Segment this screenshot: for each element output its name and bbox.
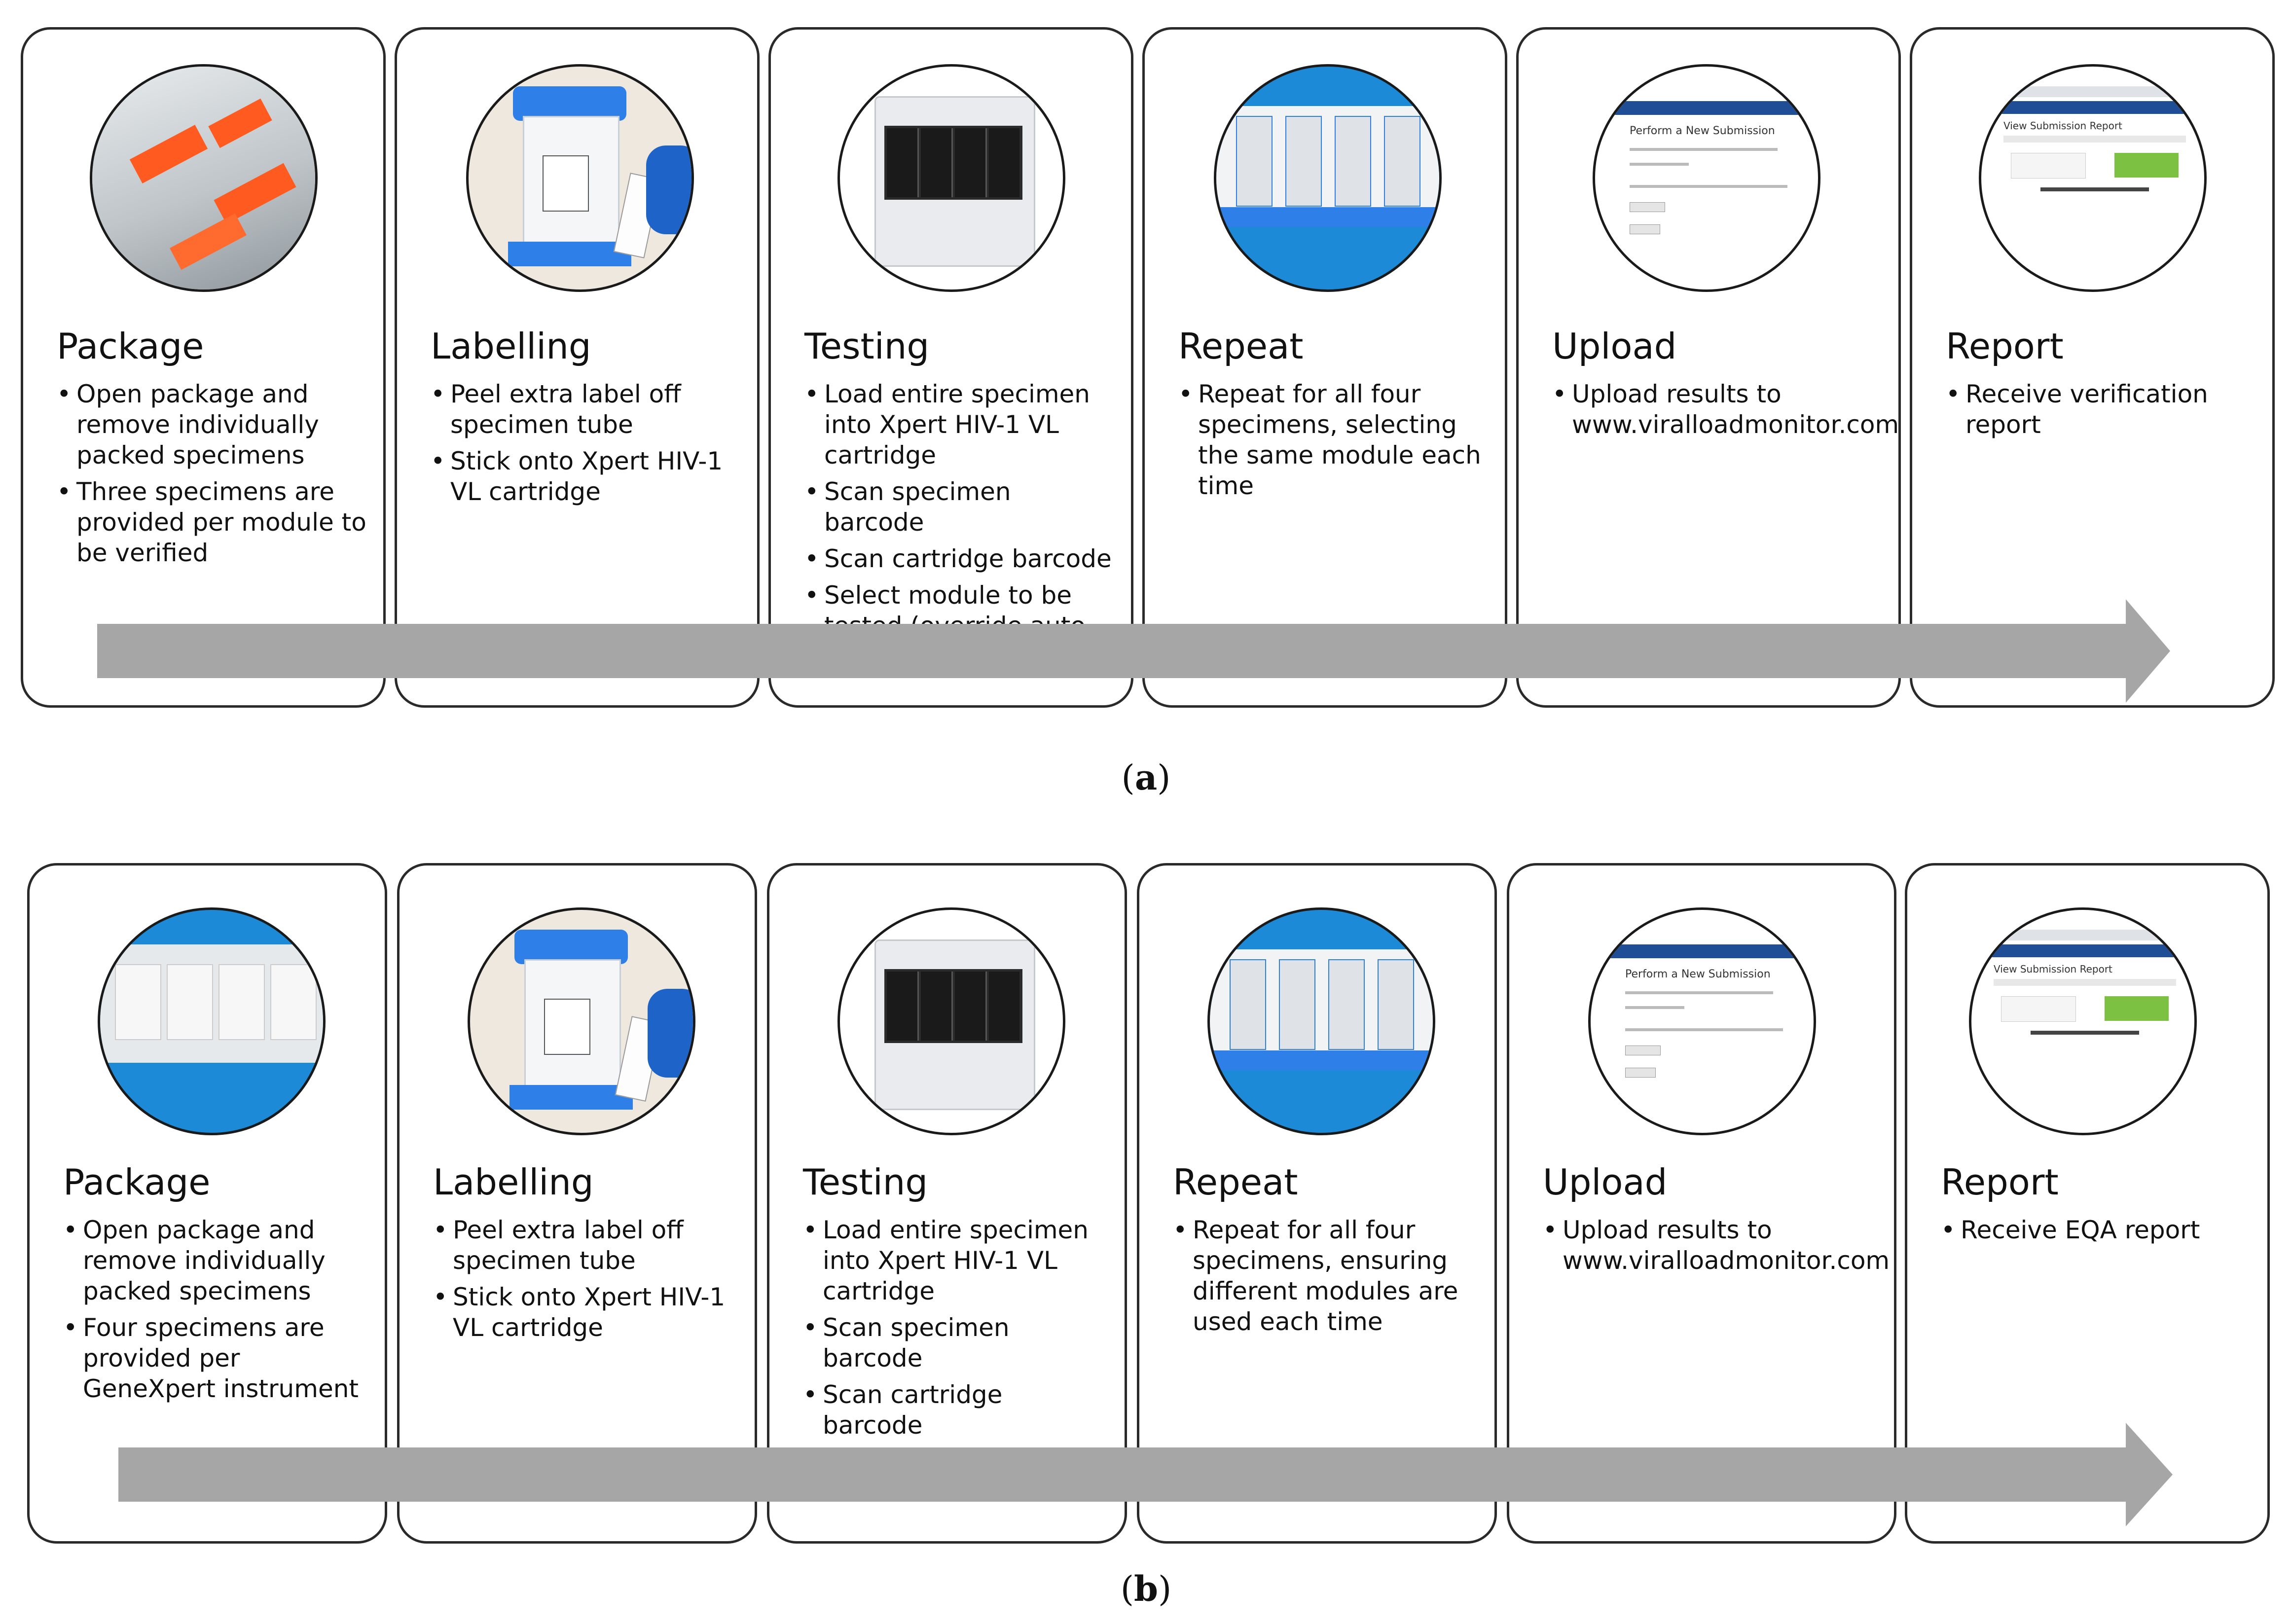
step-bullets: Open package and remove individually pac… [63, 1215, 370, 1410]
bullet: Repeat for all four specimens, ensuring … [1173, 1215, 1480, 1337]
step-title: Repeat [1173, 1161, 1298, 1203]
step-title: Testing [804, 325, 930, 367]
package-photo [90, 64, 318, 292]
step-title: Report [1941, 1161, 2059, 1203]
bullet: Four specimens are provided per GeneXper… [63, 1312, 370, 1404]
report-screenshot: View Submission Report [1979, 64, 2207, 292]
step-bullets: Peel extra label off specimen tube Stick… [433, 1215, 740, 1349]
caption-paren: ) [1157, 758, 1171, 798]
bullet: Repeat for all four specimens, selecting… [1178, 379, 1490, 501]
step-card-report: View Submission Report Report Receive EQ… [1905, 863, 2270, 1544]
step-bullets: Receive EQA report [1941, 1215, 2253, 1251]
bullet: Upload results to www.viralloadmonitor.c… [1552, 379, 1898, 440]
bullet: Scan specimen barcode [803, 1312, 1110, 1373]
bullet: Scan cartridge barcode [804, 543, 1116, 574]
labelling-photo [468, 907, 695, 1135]
step-title: Labelling [431, 325, 591, 367]
bullet: Open package and remove individually pac… [57, 379, 368, 470]
upload-screen-heading: Perform a New Submission [1625, 968, 1771, 980]
caption-paren: ( [1121, 758, 1135, 798]
panel-b: Package Open package and remove individu… [0, 863, 2292, 1553]
bullet: Stick onto Xpert HIV-1 VL cartridge [433, 1282, 740, 1343]
step-card-package: Package Open package and remove individu… [27, 863, 387, 1544]
step-title: Package [63, 1161, 211, 1203]
bullet: Upload results to www.viralloadmonitor.c… [1543, 1215, 1890, 1276]
package-photo [98, 907, 326, 1135]
tubes-rack-photo [1214, 64, 1442, 292]
bullet: Peel extra label off specimen tube [433, 1215, 740, 1276]
step-title: Labelling [433, 1161, 594, 1203]
caption-letter: a [1134, 757, 1158, 798]
step-bullets: Load entire specimen into Xpert HIV-1 VL… [803, 1215, 1110, 1514]
bullet: Receive EQA report [1941, 1215, 2253, 1245]
bullet: Stick onto Xpert HIV-1 VL cartridge [431, 446, 742, 507]
caption-paren: ( [1120, 1569, 1134, 1609]
caption-letter: b [1134, 1568, 1158, 1609]
genexpert-instrument-photo [837, 907, 1065, 1135]
upload-screenshot: Perform a New Submission [1593, 64, 1820, 292]
labelling-photo [466, 64, 694, 292]
step-title: Testing [803, 1161, 928, 1203]
step-card-repeat: Repeat Repeat for all four specimens, en… [1137, 863, 1497, 1544]
genexpert-instrument-photo [837, 64, 1065, 292]
bullet: Open package and remove individually pac… [63, 1215, 370, 1306]
bullet: Receive verification report [1946, 379, 2257, 440]
step-bullets: Upload results to www.viralloadmonitor.c… [1552, 379, 1898, 446]
upload-screenshot: Perform a New Submission [1588, 907, 1816, 1135]
step-bullets: Load entire specimen into Xpert HIV-1 VL… [804, 379, 1116, 625]
panel-a: Package Open package and remove individu… [0, 27, 2292, 718]
step-card-labelling: Labelling Peel extra label off specimen … [397, 863, 757, 1544]
step-bullets: Repeat for all four specimens, selecting… [1178, 379, 1490, 507]
bullet: Select module to be tested (override aut… [804, 580, 1116, 625]
step-bullets: Upload results to www.viralloadmonitor.c… [1543, 1215, 1890, 1282]
step-bullets: Open package and remove individually pac… [57, 379, 368, 574]
step-title: Repeat [1178, 325, 1304, 367]
caption-paren: ) [1158, 1569, 1172, 1609]
caption-b: (b) [0, 1568, 2292, 1609]
tubes-rack-photo [1207, 907, 1435, 1135]
step-card-upload: Perform a New Submission Upload Upload r… [1516, 27, 1901, 708]
step-title: Package [57, 325, 204, 367]
step-card-repeat: Repeat Repeat for all four specimens, se… [1142, 27, 1507, 708]
report-screen-heading: View Submission Report [2003, 120, 2122, 132]
step-card-report: View Submission Report Report Receive ve… [1910, 27, 2275, 708]
report-screen-heading: View Submission Report [1994, 963, 2112, 975]
step-bullets: Receive verification report [1946, 379, 2257, 446]
step-title: Report [1946, 325, 2064, 367]
bullet: Load entire specimen into Xpert HIV-1 VL… [804, 379, 1116, 470]
caption-a: (a) [0, 757, 2292, 798]
bullet: Use automatically selected module [803, 1446, 1110, 1508]
step-title: Upload [1552, 325, 1677, 367]
bullet: Load entire specimen into Xpert HIV-1 VL… [803, 1215, 1110, 1306]
step-card-testing: Testing Load entire specimen into Xpert … [767, 863, 1127, 1544]
bullet: Scan specimen barcode [804, 476, 1116, 538]
step-title: Upload [1543, 1161, 1668, 1203]
step-card-labelling: Labelling Peel extra label off specimen … [395, 27, 760, 708]
step-bullets: Repeat for all four specimens, ensuring … [1173, 1215, 1480, 1343]
bullet: Scan cartridge barcode [803, 1379, 1110, 1441]
bullet: Three specimens are provided per module … [57, 476, 368, 568]
step-bullets: Peel extra label off specimen tube Stick… [431, 379, 742, 513]
step-card-upload: Perform a New Submission Upload Upload r… [1507, 863, 1896, 1544]
report-screenshot: View Submission Report [1969, 907, 2197, 1135]
step-card-package: Package Open package and remove individu… [21, 27, 386, 708]
bullet: Peel extra label off specimen tube [431, 379, 742, 440]
upload-screen-heading: Perform a New Submission [1630, 125, 1775, 137]
step-card-testing: Testing Load entire specimen into Xpert … [768, 27, 1133, 708]
